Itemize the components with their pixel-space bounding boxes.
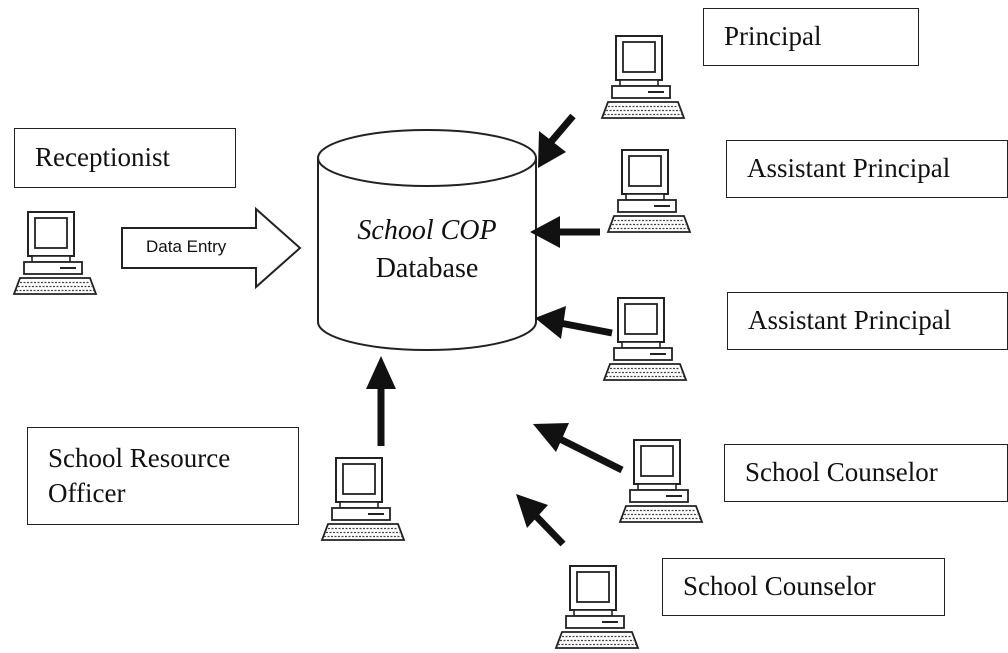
school-resource-officer-label: School Resource Officer: [27, 427, 299, 525]
computer-icon-assistant-principal-2: [603, 297, 687, 381]
arrow-assistant-principal-2-icon: [535, 306, 613, 339]
database-label: School COP Database: [327, 212, 527, 288]
computer-icon-school-counselor-2: [555, 565, 639, 649]
database-cylinder-icon: [317, 129, 537, 351]
receptionist-label: Receptionist: [14, 128, 236, 188]
assistant-principal-label-1: Assistant Principal: [726, 140, 1008, 198]
principal-label: Principal: [703, 8, 919, 66]
school-resource-officer-line2: Officer: [48, 478, 126, 508]
computer-icon-school-counselor-1: [619, 439, 703, 523]
arrow-principal-icon: [538, 113, 576, 168]
database-subtitle: Database: [375, 252, 479, 284]
database-title: School COP: [357, 215, 497, 246]
arrow-school-counselor-2-icon: [516, 494, 566, 547]
school-resource-officer-line1: School Resource: [48, 442, 231, 473]
assistant-principal-label-2: Assistant Principal: [727, 292, 1008, 350]
computer-icon-principal: [601, 35, 685, 119]
arrow-school-resource-officer-icon: [366, 356, 396, 446]
school-counselor-label-1: School Counselor: [724, 444, 1008, 502]
computer-icon-receptionist: [13, 211, 97, 295]
computer-icon-school-resource-officer: [321, 457, 405, 541]
data-entry-arrow-icon: [121, 206, 302, 290]
computer-icon-assistant-principal-1: [607, 149, 691, 233]
data-entry-label: Data Entry: [146, 237, 227, 256]
arrow-school-counselor-1-icon: [533, 423, 624, 474]
school-counselor-label-2: School Counselor: [662, 558, 945, 616]
arrow-assistant-principal-1-icon: [530, 216, 600, 248]
